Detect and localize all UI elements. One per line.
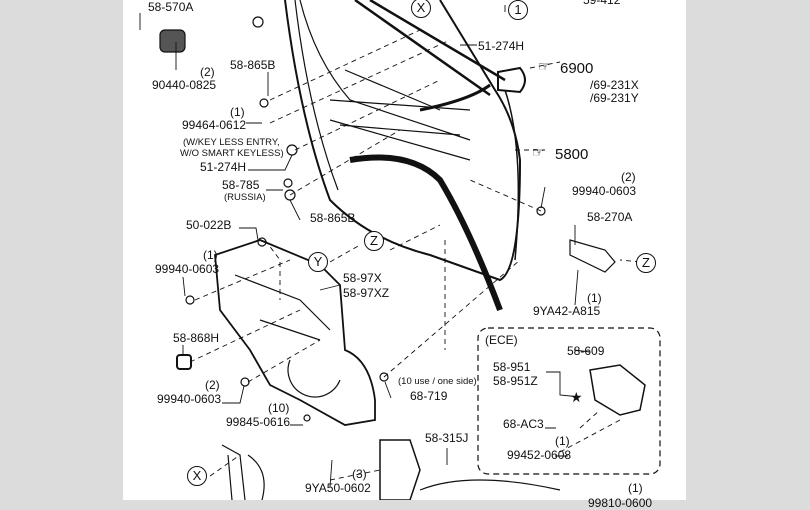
part-68-AC3[interactable]: 68-AC3 bbox=[503, 417, 544, 431]
ref-5800[interactable]: 5800 bbox=[555, 146, 589, 163]
callout-z-mid: Z bbox=[364, 231, 384, 251]
part-99810-bottom[interactable]: 99810-0600 bbox=[588, 496, 653, 510]
qty: (1) bbox=[230, 105, 245, 119]
star-icon: ★ bbox=[570, 389, 583, 405]
qty: (2) bbox=[200, 65, 215, 79]
part-58-97X[interactable]: 58-97X bbox=[343, 271, 382, 285]
part-58-609[interactable]: 58-609 bbox=[567, 344, 605, 358]
ref-6900[interactable]: 6900 bbox=[560, 60, 594, 77]
part-58-951Z[interactable]: 58-951Z bbox=[493, 374, 538, 388]
qty: (1) bbox=[203, 248, 218, 262]
part-90440-0825[interactable]: 90440-0825 bbox=[152, 78, 217, 92]
door-exploded-drawing bbox=[139, 0, 661, 500]
qty: (2) bbox=[205, 378, 220, 392]
note-smart-keyless: W/O SMART KEYLESS) bbox=[180, 148, 284, 159]
part-69-231X[interactable]: /69-231X bbox=[590, 78, 639, 92]
part-58-315J[interactable]: 58-315J bbox=[425, 431, 469, 445]
qty: (1) bbox=[555, 434, 570, 448]
note-10-use: (10 use / one side) bbox=[398, 376, 477, 387]
part-58-97XZ[interactable]: 58-97XZ bbox=[343, 286, 390, 300]
callout-y: Y bbox=[308, 252, 328, 272]
part-58-865B-top[interactable]: 58-865B bbox=[230, 58, 276, 72]
qty: (3) bbox=[352, 467, 367, 481]
callout-x-top: X bbox=[411, 0, 431, 18]
callout-x-bottom: X bbox=[187, 466, 207, 486]
part-59-412[interactable]: 59-412 bbox=[583, 0, 621, 7]
qty: (1) bbox=[628, 481, 643, 495]
part-58-865B-low[interactable]: 58-865B bbox=[310, 211, 356, 225]
qty: (1) bbox=[587, 291, 602, 305]
part-58-868H[interactable]: 58-868H bbox=[173, 331, 220, 345]
hand-pointer-icon: ☞ bbox=[532, 144, 545, 160]
part-51-274H-top[interactable]: 51-274H bbox=[478, 39, 525, 53]
qty: (10) bbox=[268, 401, 290, 415]
note-keyless-entry: (W/KEY LESS ENTRY, bbox=[183, 137, 280, 148]
part-99940-0603-a[interactable]: 99940-0603 bbox=[155, 262, 220, 276]
part-51-274H-left[interactable]: 51-274H bbox=[200, 160, 247, 174]
part-58-270A[interactable]: 58-270A bbox=[587, 210, 633, 224]
part-50-022B[interactable]: 50-022B bbox=[186, 218, 232, 232]
part-9YA50-0602[interactable]: 9YA50-0602 bbox=[305, 481, 371, 495]
part-99845-0616[interactable]: 99845-0616 bbox=[226, 415, 291, 429]
note-russia: (RUSSIA) bbox=[224, 192, 266, 203]
part-58-785[interactable]: 58-785 bbox=[222, 178, 260, 192]
callout-1: 1 bbox=[508, 0, 528, 20]
part-99940-0603-b[interactable]: 99940-0603 bbox=[157, 392, 222, 406]
ece-box-title: (ECE) bbox=[485, 333, 518, 347]
part-99452-0608[interactable]: 99452-0608 bbox=[507, 448, 572, 462]
parts-diagram-sheet: X 1 Z Z Y X 58-570A 59-412 51-274H ☞ 690… bbox=[123, 0, 686, 509]
part-99464-0612[interactable]: 99464-0612 bbox=[182, 118, 247, 132]
part-9YA42-A815[interactable]: 9YA42-A815 bbox=[533, 304, 601, 318]
hand-pointer-icon: ☞ bbox=[538, 58, 551, 74]
part-99940-0603-right[interactable]: 99940-0603 bbox=[572, 184, 637, 198]
qty: (2) bbox=[621, 170, 636, 184]
part-58-951[interactable]: 58-951 bbox=[493, 360, 531, 374]
callout-z-right: Z bbox=[636, 253, 656, 273]
part-68-719[interactable]: 68-719 bbox=[410, 389, 448, 403]
part-58-570A[interactable]: 58-570A bbox=[148, 0, 194, 14]
part-69-231Y[interactable]: /69-231Y bbox=[590, 91, 639, 105]
